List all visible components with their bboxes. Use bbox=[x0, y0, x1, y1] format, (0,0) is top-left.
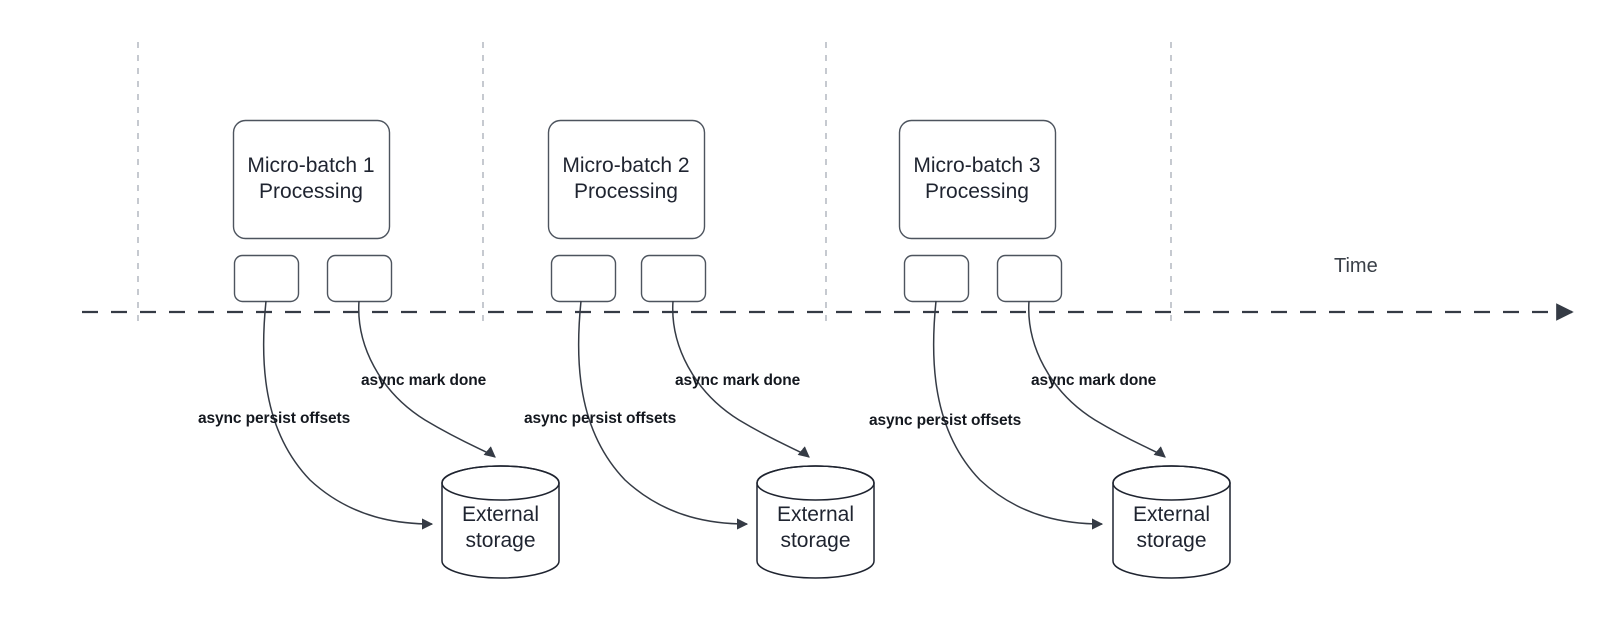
storage-body-2 bbox=[756, 465, 875, 579]
edge-mark-done-3 bbox=[1028, 300, 1166, 458]
micro-batch-box-2[interactable] bbox=[547, 119, 706, 240]
task-box-2-1[interactable] bbox=[550, 254, 617, 303]
diagram-edges bbox=[262, 300, 1166, 530]
task-box-1-2[interactable] bbox=[326, 254, 393, 303]
task-box-1-1[interactable] bbox=[233, 254, 300, 303]
edge-mark-done-1 bbox=[358, 300, 496, 458]
edge-label-persist-3: async persist offsets bbox=[869, 412, 1022, 429]
storage-top-ellipse-3 bbox=[1112, 465, 1231, 501]
edge-mark-done-2 bbox=[672, 300, 810, 458]
edge-persist-3 bbox=[932, 300, 1104, 530]
storage-body-3 bbox=[1112, 465, 1231, 579]
edge-persist-2 bbox=[577, 300, 749, 530]
edge-label-persist-2: async persist offsets bbox=[524, 410, 677, 427]
storage-top-ellipse-2 bbox=[756, 465, 875, 501]
diagram-shapes bbox=[232, 119, 1231, 579]
task-box-3-2[interactable] bbox=[996, 254, 1063, 303]
edge-persist-1 bbox=[262, 300, 434, 530]
time-axis-label: Time bbox=[1334, 255, 1378, 277]
external-storage-2[interactable] bbox=[756, 465, 875, 579]
edge-label-mark-done-2: async mark done bbox=[675, 372, 801, 389]
edge-label-persist-1: async persist offsets bbox=[198, 410, 351, 427]
task-box-2-2[interactable] bbox=[640, 254, 707, 303]
storage-top-ellipse-1 bbox=[441, 465, 560, 501]
micro-batch-box-3[interactable] bbox=[898, 119, 1057, 240]
external-storage-1[interactable] bbox=[441, 465, 560, 579]
micro-batch-box-1[interactable] bbox=[232, 119, 391, 240]
task-box-3-1[interactable] bbox=[903, 254, 970, 303]
edge-label-mark-done-3: async mark done bbox=[1031, 372, 1157, 389]
external-storage-3[interactable] bbox=[1112, 465, 1231, 579]
edge-label-mark-done-1: async mark done bbox=[361, 372, 487, 389]
storage-body-1 bbox=[441, 465, 560, 579]
